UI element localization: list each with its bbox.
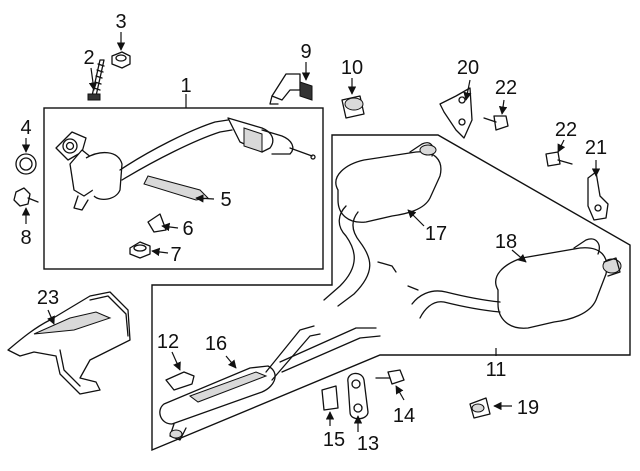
front-pipe-converter [55, 117, 316, 211]
callout-5: 5 [220, 189, 231, 211]
leader-12 [171, 351, 181, 371]
callout-14: 14 [393, 405, 415, 427]
group-frame-1 [43, 107, 324, 270]
muffler-part-18 [407, 238, 622, 329]
callout-3: 3 [115, 11, 126, 33]
nut-part-3 [111, 51, 131, 69]
insulator-part-12 [165, 371, 195, 391]
muffler-part-17 [323, 142, 442, 307]
callout-7: 7 [170, 244, 181, 266]
hanger-part-9 [269, 73, 313, 105]
callout-12: 12 [157, 331, 179, 353]
clamp-part-10 [341, 95, 365, 119]
leader-22b [557, 139, 566, 153]
callout-9: 9 [300, 41, 311, 63]
callout-16: 16 [205, 333, 227, 355]
callout-17: 17 [425, 223, 447, 245]
callout-22b: 22 [555, 119, 577, 141]
leader-23 [47, 309, 55, 325]
callout-4: 4 [20, 117, 31, 139]
clip-part-6 [147, 213, 167, 233]
callout-22a: 22 [495, 77, 517, 99]
callout-15: 15 [323, 429, 345, 451]
bolt-part-22b [545, 151, 573, 167]
callout-10: 10 [341, 57, 363, 79]
callout-19: 19 [517, 397, 539, 419]
callout-21: 21 [585, 137, 607, 159]
bracket-part-21 [587, 171, 609, 221]
leader-2 [88, 67, 98, 91]
bolt-part-14 [375, 369, 405, 385]
callout-6: 6 [182, 218, 193, 240]
leader-5 [195, 194, 215, 203]
clip-part-15 [321, 385, 339, 411]
isolator-part-19 [469, 397, 491, 419]
callout-18: 18 [495, 231, 517, 253]
callout-2: 2 [83, 47, 94, 69]
leader-18 [511, 249, 527, 263]
leader-14 [395, 385, 405, 401]
heat-shield-part-23 [7, 291, 131, 395]
gasket-part-4 [15, 153, 37, 175]
leader-17 [407, 209, 425, 227]
callout-23: 23 [37, 287, 59, 309]
resonator-part-16 [159, 325, 381, 441]
callout-8: 8 [20, 227, 31, 249]
callout-13: 13 [357, 433, 379, 455]
callout-20: 20 [457, 57, 479, 79]
callout-1: 1 [180, 75, 191, 97]
leader-20 [463, 79, 472, 101]
bolt-part-22a [483, 115, 509, 131]
nut-part-7 [129, 241, 151, 259]
callout-11: 11 [486, 359, 507, 381]
leader-16 [225, 355, 237, 369]
hanger-part-13 [347, 372, 369, 420]
leader-7 [151, 247, 169, 257]
heat-shield-strip [143, 175, 210, 201]
bolt-part-8 [13, 187, 39, 207]
leader-6 [161, 222, 179, 232]
leader-22a [498, 99, 508, 115]
group-frame-11 [151, 134, 631, 452]
